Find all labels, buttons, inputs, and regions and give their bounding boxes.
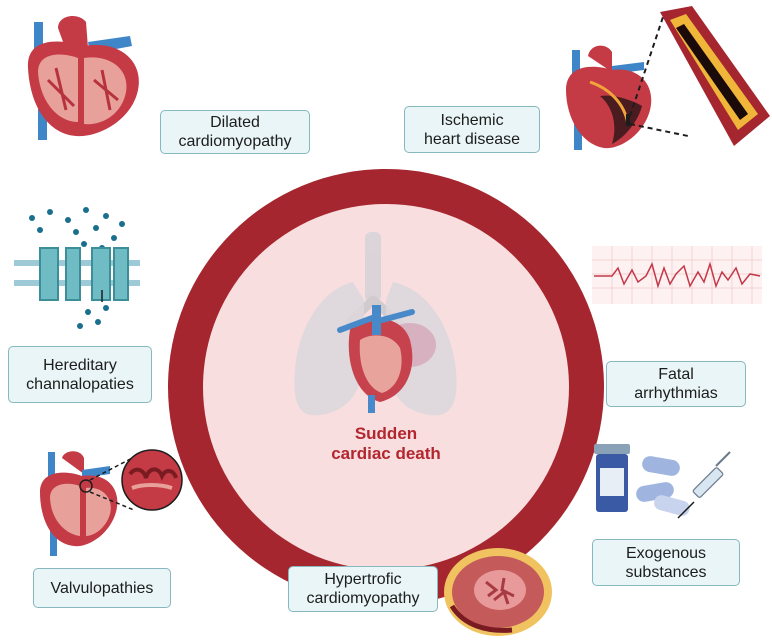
valve-heart-icon [40, 451, 118, 556]
center-title-line2: cardiac death [331, 444, 441, 463]
exogenous-label: Exogenous substances [592, 539, 740, 586]
fatal-label-line1: Fatal [658, 366, 694, 383]
hypertrofic-label: Hypertrofic cardiomyopathy [288, 566, 438, 612]
occluded-artery-icon [660, 6, 770, 146]
hypertrofic-label-line2: cardiomyopathy [306, 590, 420, 607]
valve-zoom-icon [121, 449, 183, 511]
ion-channel-icon [14, 207, 140, 329]
hereditary-label-line1: Hereditary [43, 356, 117, 374]
fatal-label-line2: arrhythmias [634, 385, 718, 402]
exogenous-icons [594, 444, 731, 519]
myocardium-cross-section-icon [444, 548, 552, 636]
pill-bottle-icon [594, 444, 630, 512]
center-title-line1: Sudden [354, 424, 418, 443]
hereditary-label: Hereditary channalopaties [8, 346, 152, 403]
hereditary-label-line2: channalopaties [26, 375, 134, 393]
valvulopathies-label: Valvulopathies [33, 568, 171, 608]
dilated-label-line1: Dilated [210, 114, 260, 131]
pills [636, 456, 690, 516]
fatal-label: Fatal arrhythmias [606, 361, 746, 407]
center-title: Sudden cardiac death [286, 424, 486, 464]
valve-heart-group [40, 449, 183, 556]
exogenous-label-line2: substances [625, 563, 707, 581]
ischemic-label: Ischemic heart disease [404, 106, 540, 153]
hypertrofic-label-line1: Hypertrofic [324, 571, 402, 588]
ischemic-heart-icon [566, 45, 652, 150]
ischemic-label-line2: heart disease [423, 130, 521, 148]
dilated-label: Dilated cardiomyopathy [160, 110, 310, 154]
exogenous-label-line1: Exogenous [625, 544, 707, 562]
ischemic-label-line1: Ischemic [440, 111, 504, 129]
dilated-label-line2: cardiomyopathy [178, 133, 292, 150]
lungs-heart-icon [294, 232, 457, 416]
syringe-icon [677, 451, 731, 519]
ecg-strip-icon [592, 246, 762, 304]
ischemic-heart-group [566, 6, 770, 150]
dilated-heart-icon [27, 16, 139, 140]
valvulopathies-label-line1: Valvulopathies [50, 579, 154, 597]
